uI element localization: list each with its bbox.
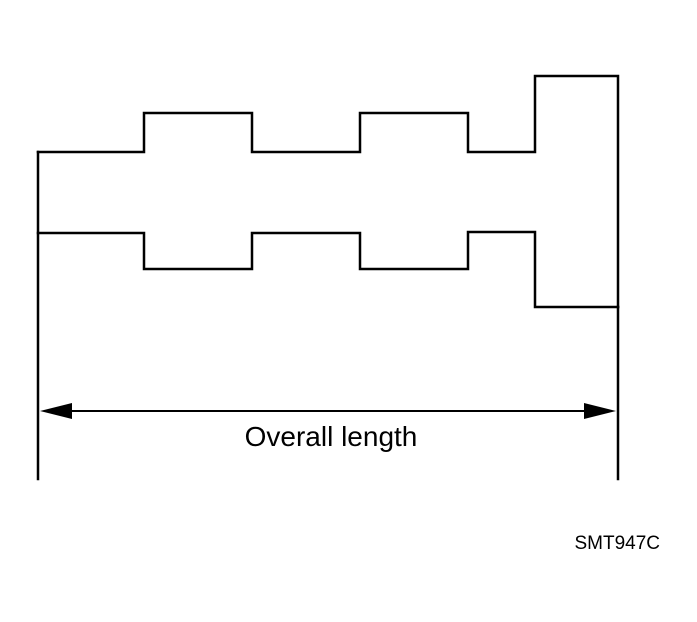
shaft-upper-outline xyxy=(36,74,620,309)
shaft-lower-outline xyxy=(36,230,620,309)
figure-code: SMT947C xyxy=(574,533,660,554)
left-arrowhead xyxy=(40,403,72,419)
right-arrowhead xyxy=(584,403,616,419)
dimension-label: Overall length xyxy=(245,421,418,452)
